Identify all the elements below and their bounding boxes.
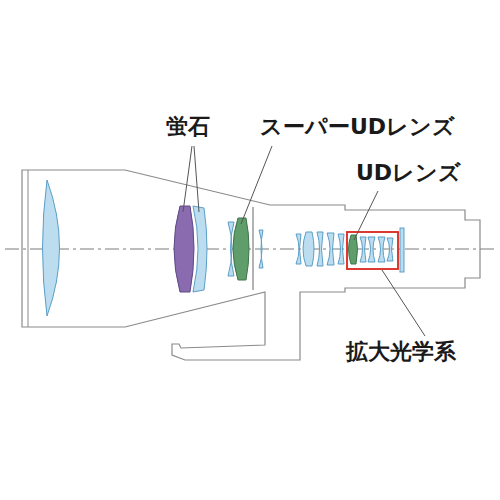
hood-edge — [28, 170, 29, 327]
aperture-line — [253, 207, 254, 290]
lens-element — [338, 234, 344, 264]
lens-element — [368, 237, 375, 262]
lens-element — [296, 234, 301, 264]
part-label: UDレンズ — [356, 160, 461, 185]
leader-line — [382, 270, 425, 336]
optical-axis — [5, 249, 495, 250]
fluorite-element — [174, 206, 194, 292]
lens-element — [303, 232, 314, 266]
leader-line — [194, 146, 199, 212]
part-label: 拡大光学系 — [346, 339, 456, 364]
ud-element — [349, 235, 358, 264]
part-label: スーパーUDレンズ — [260, 114, 455, 139]
part-label: 蛍石 — [166, 114, 210, 139]
lens-elements — [43, 180, 405, 316]
super-ud-element — [233, 218, 249, 280]
leader-line — [183, 146, 192, 212]
lens-element — [387, 238, 393, 261]
lens-element — [360, 237, 366, 262]
lens-element — [259, 230, 263, 268]
front-element — [43, 180, 60, 316]
leader-line — [354, 191, 378, 240]
filter-plate — [400, 228, 404, 272]
lens-element — [317, 232, 323, 266]
leader-line — [241, 146, 272, 224]
lens-element — [378, 237, 385, 262]
lens-element — [327, 233, 334, 265]
fluorite-element — [193, 206, 207, 292]
